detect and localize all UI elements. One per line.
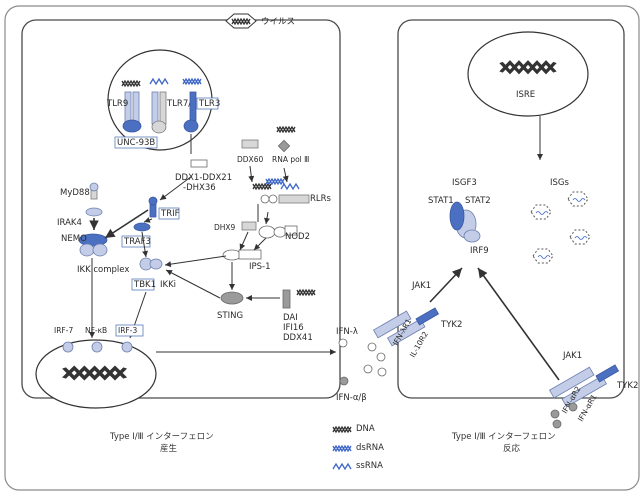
isgf3-complex [449, 201, 481, 243]
irf3-label: IRF-3 [118, 326, 137, 335]
myd88-label: MyD88 [60, 188, 90, 198]
tyk2a-label: TYK2 [440, 320, 462, 330]
irak4-shape [85, 207, 103, 217]
ifnl-label: IFN-λ [336, 327, 358, 337]
caption-right-2: 反応 [503, 443, 521, 454]
dhx9-shape [241, 221, 257, 231]
nfkb-label: NF-κB [85, 326, 107, 335]
tyk2b-label: TYK2 [616, 381, 638, 391]
isgf3-label: ISGF3 [452, 178, 477, 188]
virus-icon [225, 13, 257, 29]
nod2-shape [258, 225, 298, 239]
responding-cell [397, 19, 625, 399]
nucleus-right [467, 31, 589, 117]
rlrs-label: RLRs [310, 194, 332, 204]
irf7-label: IRF-7 [54, 326, 73, 335]
sting-shape [220, 291, 244, 305]
ips1-shape [222, 249, 262, 261]
traf3-label: TRAF3 [123, 237, 151, 247]
ddx1-shape [190, 159, 208, 168]
ifi16-label: IFI16 [283, 323, 304, 333]
nemo-label: NEMO [61, 234, 87, 244]
jak1b-label: JAK1 [562, 351, 582, 361]
tlr9-label: TLR9 [106, 99, 128, 109]
dai-shape [282, 289, 291, 309]
tbk1-label: TBK1 [133, 280, 156, 290]
traf3-shape [133, 222, 151, 232]
isgs-proteins [530, 191, 591, 264]
ikki-label: IKKi [160, 280, 176, 290]
ddx60-shape [241, 139, 259, 149]
tlr3-receptor [182, 78, 202, 133]
producing-cell [21, 19, 341, 399]
sting-label: STING [217, 311, 243, 321]
ddx41-label: DDX41 [283, 333, 313, 343]
nemo-complex [78, 233, 108, 257]
tbk1-ikki [139, 257, 163, 271]
isgs-label: ISGs [550, 178, 569, 188]
ddx60-label: DDX60 [237, 155, 263, 164]
tlr9-receptor [121, 80, 142, 133]
legend-ssrna: ssRNA [356, 461, 383, 471]
tlr78-receptor [149, 78, 169, 134]
caption-left-2: 産生 [160, 443, 178, 454]
rlrs-complex [252, 178, 310, 204]
caption-left-1: Type Ⅰ/Ⅲ インターフェロン [109, 432, 214, 442]
isre-label: ISRE [516, 90, 535, 100]
ifnl-receptor [372, 307, 440, 347]
tlr3-label: TLR3 [198, 99, 220, 109]
ikkcomplex-label: IKK complex [77, 265, 129, 275]
ddx1-label-1: DDX1-DDX21 [175, 173, 232, 183]
ifnab-label: IFN-α/β [336, 393, 367, 403]
jak1a-label: JAK1 [411, 281, 431, 291]
myd88-shape [89, 182, 99, 200]
legend-dna: DNA [356, 424, 375, 434]
stat2-label: STAT2 [465, 196, 491, 206]
ips1-label: IPS-1 [249, 262, 271, 272]
dhx9-label: DHX9 [214, 223, 236, 232]
rnapol-shape [277, 139, 291, 153]
legend: DNA dsRNA ssRNA [332, 424, 384, 471]
unc93b-label: UNC-93B [117, 138, 155, 148]
nod2-label: NOD2 [285, 232, 310, 242]
trif-shape [148, 196, 158, 218]
ifna-receptor [549, 364, 620, 408]
irf9-label: IRF9 [470, 246, 489, 256]
ddx1-label-2: -DHX36 [183, 183, 216, 193]
dai-label: DAI [283, 313, 298, 323]
irak4-label: IRAK4 [57, 218, 82, 228]
nucleus-left [35, 339, 157, 409]
caption-right-1: Type Ⅰ/Ⅲ インターフェロン [451, 432, 556, 442]
rnapol-label: RNA pol Ⅲ [272, 155, 309, 164]
stat1-label: STAT1 [428, 196, 454, 206]
tlr78-label: TLR7/8 [166, 99, 197, 109]
virus-label: ウイルス [261, 17, 295, 27]
trif-label: TRIF [160, 209, 180, 219]
legend-dsrna: dsRNA [356, 443, 384, 453]
